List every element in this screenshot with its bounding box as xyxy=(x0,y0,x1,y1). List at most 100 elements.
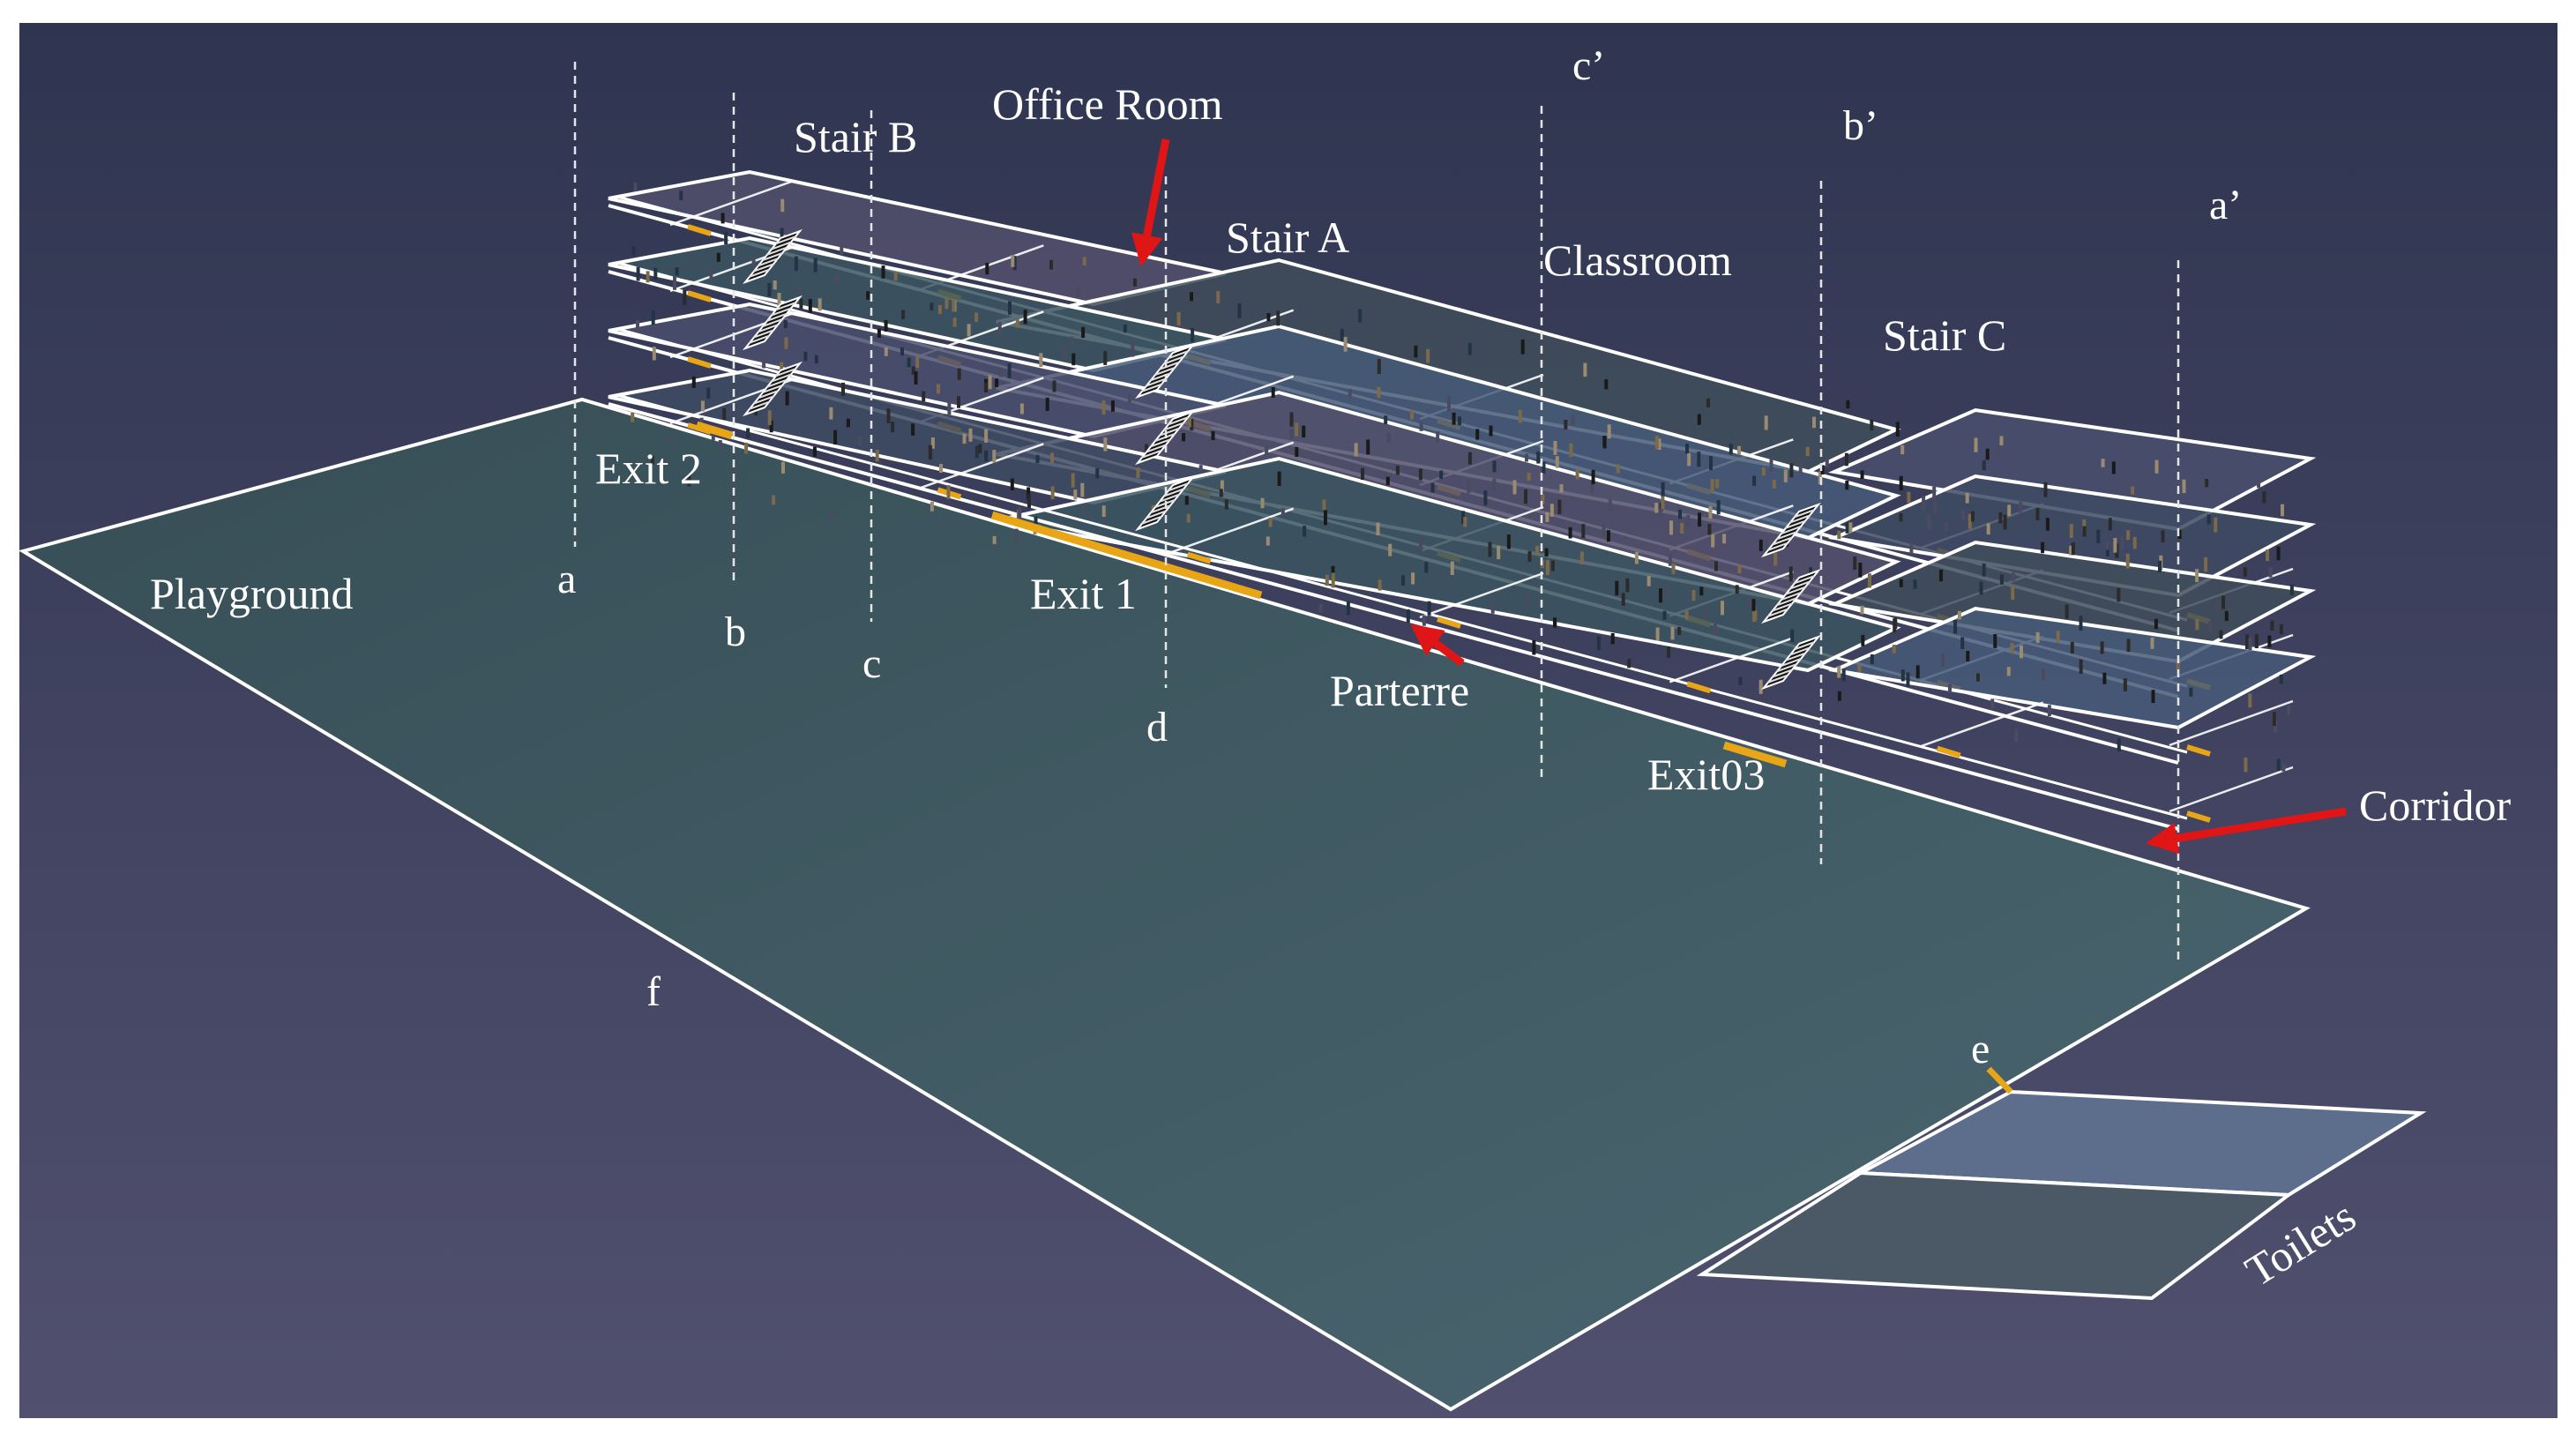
occupant-agent xyxy=(2010,642,2014,654)
occupant-agent xyxy=(952,317,957,327)
occupant-agent xyxy=(1758,539,1763,551)
occupant-agent xyxy=(1870,419,1874,430)
occupant-agent xyxy=(1714,621,1717,636)
occupant-agent xyxy=(1427,601,1431,616)
occupant-agent xyxy=(1012,256,1017,271)
occupant-agent xyxy=(1722,534,1727,544)
occupant-agent xyxy=(1419,422,1423,431)
stair-tread xyxy=(1150,504,1171,514)
occupant-agent xyxy=(1922,496,1926,511)
occupant-agent xyxy=(858,435,862,446)
occupant-agent xyxy=(1081,504,1086,514)
stair-tread xyxy=(1168,350,1189,360)
occupant-agent xyxy=(1076,288,1080,297)
occupant-agent xyxy=(1607,424,1611,439)
occupant-agent xyxy=(2219,630,2223,639)
occupant-agent xyxy=(1995,445,1999,457)
occupant-agent xyxy=(1805,446,1810,457)
occupant-agent xyxy=(884,319,888,332)
occupant-agent xyxy=(1837,691,1841,701)
occupant-agent xyxy=(1607,530,1610,542)
occupant-agent xyxy=(1343,337,1348,352)
occupant-agent xyxy=(1708,505,1713,519)
occupant-agent xyxy=(1714,561,1718,571)
exit-1-door xyxy=(990,511,1263,600)
occupant-agent xyxy=(1707,524,1712,535)
occupant-agent xyxy=(978,444,982,453)
occupant-agent xyxy=(2208,621,2212,631)
marker-c: c xyxy=(862,640,881,687)
occupant-agent xyxy=(2035,507,2040,520)
stair-tread xyxy=(1781,658,1802,667)
occupant-agent xyxy=(1853,556,1857,571)
occupant-agent xyxy=(881,265,885,279)
occupant-agent xyxy=(841,382,845,396)
stair-tread xyxy=(1141,383,1162,392)
occupant-agent xyxy=(1967,513,1972,529)
occupant-agent xyxy=(1008,301,1012,315)
occupant-agent xyxy=(631,246,636,256)
occupant-agent xyxy=(1035,454,1040,464)
occupant-agent xyxy=(901,310,906,319)
occupant-agent xyxy=(875,450,879,462)
occupant-agent xyxy=(1101,505,1106,517)
occupant-agent xyxy=(724,232,728,245)
occupant-agent xyxy=(673,276,676,290)
occupant-agent xyxy=(1410,409,1414,420)
stair-tread xyxy=(775,368,796,377)
occupant-agent xyxy=(1685,444,1689,454)
occupant-agent xyxy=(1596,636,1601,651)
occupant-agent xyxy=(1590,483,1594,493)
occupant-agent xyxy=(1191,327,1195,343)
occupant-agent xyxy=(1069,336,1073,347)
occupant-agent xyxy=(992,535,997,544)
occupant-agent xyxy=(650,455,654,465)
occupant-agent xyxy=(1450,561,1454,575)
occupant-agent xyxy=(2267,635,2272,648)
occupant-agent xyxy=(1318,603,1323,613)
occupant-agent xyxy=(1039,353,1043,367)
occupant-agent xyxy=(1654,436,1659,450)
room-door xyxy=(2186,810,2211,823)
occupant-agent xyxy=(1591,469,1595,485)
occupant-agent xyxy=(1354,443,1358,457)
occupant-agent xyxy=(1549,504,1554,517)
stair-tread xyxy=(762,318,783,327)
stair-tread xyxy=(1794,575,1815,585)
occupant-agent xyxy=(2132,536,2137,549)
occupant-agent xyxy=(1366,439,1370,455)
occupant-agent xyxy=(2108,518,2112,531)
office-room-arrow xyxy=(1131,138,1170,267)
occupant-agent xyxy=(700,400,705,412)
occupant-agent xyxy=(1266,313,1271,322)
occupant-agent xyxy=(957,396,960,408)
occupant-agent xyxy=(1019,403,1024,415)
occupant-agent xyxy=(2047,705,2051,716)
marker-b-prime: b’ xyxy=(1843,102,1878,149)
label-exit-2: Exit 2 xyxy=(595,444,702,493)
occupant-agent xyxy=(636,320,639,331)
occupant-agent xyxy=(1439,470,1444,480)
occupant-agent xyxy=(2287,704,2291,715)
occupant-agent xyxy=(2262,491,2266,504)
occupant-agent xyxy=(2126,639,2131,653)
occupant-agent xyxy=(716,252,721,262)
occupant-agent xyxy=(1616,464,1620,474)
stair-tread xyxy=(1785,652,1806,661)
occupant-agent xyxy=(769,420,773,433)
occupant-agent xyxy=(1604,379,1609,390)
stair-tread xyxy=(771,241,792,250)
occupant-agent xyxy=(1706,398,1710,407)
occupant-agent xyxy=(2195,618,2199,631)
occupant-agent xyxy=(1071,473,1075,488)
occupant-agent xyxy=(1131,342,1135,357)
stair-tread xyxy=(1776,663,1797,673)
occupant-agent xyxy=(1082,257,1086,265)
occupant-agent xyxy=(2079,659,2083,674)
occupant-agent xyxy=(1758,679,1763,694)
occupant-agent xyxy=(1378,579,1382,591)
occupant-agent xyxy=(1957,610,1961,620)
occupant-agent xyxy=(1176,311,1181,326)
